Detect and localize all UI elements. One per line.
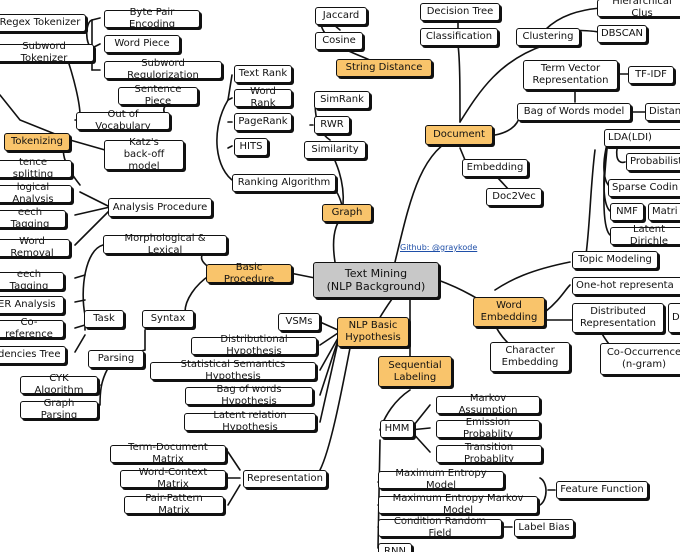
node-task: Task xyxy=(84,310,124,328)
node-co-reference: Co-reference xyxy=(0,317,64,340)
node-maximum-entropy-markov-model: Maximum Entropy Markov Model xyxy=(378,493,538,516)
node-distributed-representation: Distributed Representation xyxy=(572,303,664,333)
node-condition-random-field: Condition Random Field xyxy=(378,516,502,539)
node-rnn: RNN xyxy=(378,543,412,552)
node-word-context-matrix: Word-Context Matrix xyxy=(120,467,226,490)
node-subword-tokenizer: Subword Tokenizer xyxy=(0,41,94,64)
node-ner-analysis: ER Analysis xyxy=(0,296,64,314)
node-vsms: VSMs xyxy=(278,313,320,331)
node-representation: Representation xyxy=(243,470,327,488)
node-regex-tokenizer: Regex Tokenizer xyxy=(0,14,86,32)
node-analysis-procedure: Analysis Procedure xyxy=(108,198,212,217)
node-parsing: Parsing xyxy=(88,350,144,368)
node-bag-of-words-model: Bag of Words model xyxy=(517,103,631,121)
node-one-hot: One-hot representa xyxy=(572,277,680,295)
node-sparse-codin: Sparse Codin xyxy=(608,179,680,197)
node-page-rank: PageRank xyxy=(234,113,292,131)
node-label-bias: Label Bias xyxy=(514,519,574,537)
node-statistical-semantics: Statistical Semantics Hypothesis xyxy=(150,359,316,382)
category-document: Document xyxy=(425,125,493,145)
node-markov-assumption: Markov Assumption xyxy=(436,393,540,416)
node-pair-pattern-matrix: Pair-Pattern Matrix xyxy=(124,493,224,516)
node-latent-relation: Latent relation Hypothesis xyxy=(184,410,316,433)
node-tf-idf: TF-IDF xyxy=(628,66,674,84)
node-similarity: Similarity xyxy=(304,141,366,159)
node-embedding: Embedding xyxy=(462,159,528,177)
node-ranking-algorithm: Ranking Algorithm xyxy=(232,174,336,192)
node-distan: Distan xyxy=(645,103,680,121)
node-text-rank: Text Rank xyxy=(234,65,292,83)
node-word-rank: Word Rank xyxy=(234,86,292,109)
node-simrank: SimRank xyxy=(314,91,370,109)
node-morphological-lexical: Morphological & Lexical xyxy=(103,233,227,256)
node-clustering: Clustering xyxy=(516,28,580,46)
category-word-embedding: Word Embedding xyxy=(473,297,545,327)
node-lda: LDA(LDI) xyxy=(604,129,680,147)
node-speech-tagging-2: eech Tagging xyxy=(0,269,64,292)
node-term-document-matrix: Term-Document Matrix xyxy=(110,442,226,465)
node-subword-regularization: Subword Regulorization xyxy=(104,58,222,81)
node-rwr: RWR xyxy=(314,116,350,134)
node-syntax: Syntax xyxy=(142,310,194,328)
node-distributional-hypothesis: Distributional Hypothesis xyxy=(191,334,317,357)
category-graph: Graph xyxy=(322,204,372,222)
center-node: Text Mining (NLP Background) xyxy=(313,262,439,298)
node-dbscan: DBSCAN xyxy=(597,25,647,43)
node-emission-probability: Emission Probablity xyxy=(436,417,540,440)
node-term-vector: Term Vector Representation xyxy=(523,60,618,90)
category-nlp-basic-hypothesis: NLP Basic Hypothesis xyxy=(337,317,409,347)
node-word-piece: Word Piece xyxy=(104,35,180,53)
node-d-cut: D xyxy=(668,303,680,333)
node-matri: Matri xyxy=(648,203,680,221)
github-credit[interactable]: Github: @graykode xyxy=(400,243,478,252)
category-sequential-labeling: Sequential Labeling xyxy=(378,356,452,387)
node-co-occurrence: Co-Occurrence (n-gram) xyxy=(600,343,680,375)
category-basic-procedure: Basic Procedure xyxy=(206,262,292,285)
node-character-embedding: Character Embedding xyxy=(490,342,570,372)
category-string-distance: String Distance xyxy=(336,59,432,77)
node-word-removal: Word Removal xyxy=(0,236,70,259)
node-cyk-algorithm: CYK Algorithm xyxy=(20,373,98,396)
node-dependencies-tree: dencies Tree xyxy=(0,346,66,364)
node-katz-backoff: Katz's back-off model xyxy=(104,137,184,172)
node-hmm: HMM xyxy=(380,420,414,438)
node-doc2vec: Doc2Vec xyxy=(486,188,542,206)
node-topic-modeling: Topic Modeling xyxy=(572,251,658,269)
node-graph-parsing: Graph Parsing xyxy=(20,398,98,421)
node-decision-tree: Decision Tree xyxy=(420,3,500,21)
node-jaccard: Jaccard xyxy=(315,7,367,25)
node-hits: HITS xyxy=(234,138,268,156)
node-transition-probability: Transition Probablity xyxy=(436,442,542,465)
node-probabilist: Probabilist xyxy=(626,153,680,171)
node-maximum-entropy-model: Maximum Entropy Model xyxy=(378,468,504,491)
node-feature-function: Feature Function xyxy=(556,481,648,499)
node-byte-pair-encoding: Byte Pair Encoding xyxy=(104,7,200,30)
node-out-of-vocabulary: Out of Vocabulary xyxy=(76,109,170,132)
node-logical-analysis: logical Analysis xyxy=(0,182,72,205)
node-sentence-piece: Sentence Piece xyxy=(118,84,198,107)
node-cosine: Cosine xyxy=(315,32,363,50)
node-hierarchical-clus: Hierarchical Clus xyxy=(597,0,680,19)
node-nmf: NMF xyxy=(610,203,644,221)
node-latent-dirichl: Latent Dirichle xyxy=(610,224,680,247)
node-bag-of-words-hypothesis: Bag of words Hypothesis xyxy=(185,384,313,407)
category-tokenizing: Tokenizing xyxy=(4,133,70,151)
node-sentence-splitting: tence splitting xyxy=(0,157,72,180)
node-speech-tagging-1: eech Tagging xyxy=(0,207,66,230)
node-classification: Classification xyxy=(420,28,498,46)
